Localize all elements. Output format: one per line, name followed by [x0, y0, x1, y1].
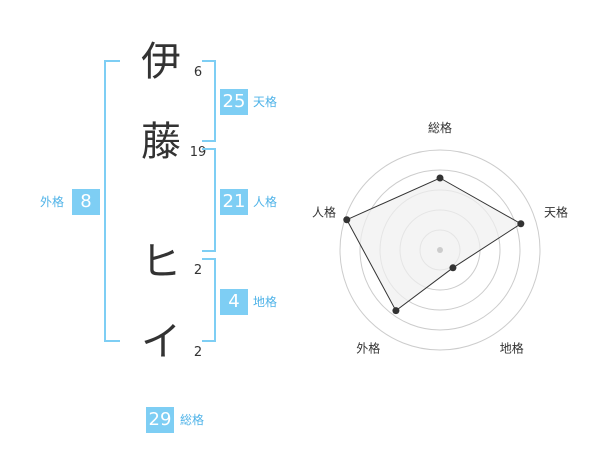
soukaku-label: 総格 — [180, 413, 205, 427]
radar-axis-label-2: 地格 — [500, 341, 524, 356]
stroke-count-3: 2 — [193, 263, 203, 278]
jinkaku-label: 人格 — [253, 195, 278, 209]
radar-polygon — [346, 177, 522, 312]
radar-axis-label-3: 外格 — [356, 341, 380, 356]
name-char-4: イ — [141, 319, 181, 365]
gaikaku-label: 外格 — [40, 195, 65, 209]
stroke-count-4: 2 — [193, 345, 203, 360]
name-char-3: ヒ — [141, 239, 181, 285]
radar-axis-label-4: 人格 — [312, 204, 336, 219]
radar-point-1 — [517, 220, 525, 228]
gaikaku-value: 8 — [72, 189, 100, 215]
jinkaku-value: 21 — [220, 189, 248, 215]
soukaku-value: 29 — [146, 407, 174, 433]
radar-ring-4 — [359, 169, 521, 331]
radar-axis-label-0: 総格 — [428, 120, 452, 135]
stroke-count-1: 6 — [193, 65, 203, 80]
radar-point-4 — [343, 216, 351, 224]
tenkaku-label: 天格 — [253, 95, 278, 109]
jinkaku-bracket — [202, 148, 216, 252]
gaikaku-bracket — [104, 60, 120, 342]
chikaku-label: 地格 — [253, 295, 278, 309]
tenkaku-bracket — [202, 60, 216, 142]
radar-center-dot — [437, 247, 443, 253]
radar-ring-5 — [339, 149, 541, 351]
name-char-2: 藤 — [141, 119, 181, 165]
chikaku-value: 4 — [220, 289, 248, 315]
radar-point-2 — [449, 264, 457, 272]
radar-axis-label-1: 天格 — [544, 204, 568, 219]
chikaku-bracket — [202, 258, 216, 342]
radar-point-3 — [392, 307, 400, 315]
tenkaku-value: 25 — [220, 89, 248, 115]
radar-point-0 — [436, 174, 444, 182]
name-char-1: 伊 — [141, 39, 181, 85]
